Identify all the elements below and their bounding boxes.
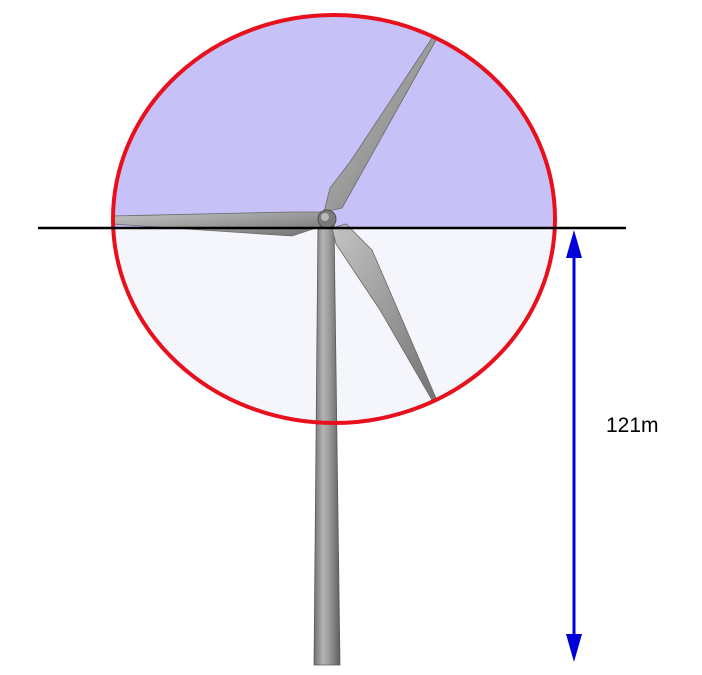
turbine-hub-cap <box>321 213 329 221</box>
rotor-upper-half <box>113 15 555 228</box>
hub-height-label: 121m <box>606 414 659 437</box>
dimension-arrow-head-top <box>566 230 582 258</box>
rotor-circle <box>111 13 557 425</box>
dimension-arrow-head-bottom <box>566 634 582 662</box>
